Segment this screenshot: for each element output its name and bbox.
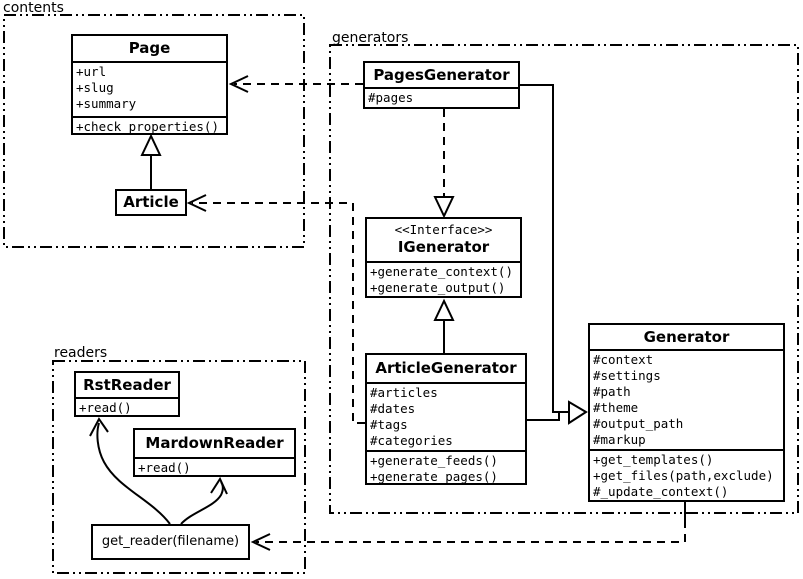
curved-arrow-get-reader-to-rstreader xyxy=(89,417,171,525)
package-border-readers xyxy=(52,360,306,574)
class-title: MardownReader xyxy=(145,434,284,452)
attribute: #context xyxy=(593,352,654,367)
class-title: ArticleGenerator xyxy=(375,359,517,377)
method: +generate_pages() xyxy=(370,469,498,483)
class-box-articlegenerator: ArticleGenerator #articles #dates #tags … xyxy=(365,353,527,485)
class-title: Article xyxy=(123,193,179,211)
attribute: #path xyxy=(593,384,631,399)
method: +generate_output() xyxy=(370,280,506,295)
package-label-contents: contents xyxy=(3,0,64,16)
open-arrowhead-icon xyxy=(89,417,109,437)
class-title: Generator xyxy=(643,328,730,346)
inheritance-arrow-article-to-page xyxy=(140,133,162,189)
method: +generate_feeds() xyxy=(370,453,498,468)
class-box-igenerator: <<Interface>> IGenerator +generate_conte… xyxy=(365,217,522,298)
realization-arrow-pagesgenerator-to-igenerator xyxy=(433,109,455,219)
attribute: +summary xyxy=(76,96,137,111)
class-box-article: Article xyxy=(115,189,187,216)
method: +get_files(path,exclude) xyxy=(593,468,774,483)
class-title: Page xyxy=(128,39,171,57)
class-methods: +check_properties() xyxy=(73,116,226,133)
class-attributes: #articles #dates #tags #categories xyxy=(367,382,525,450)
dependency-arrow-generator-to-get-reader xyxy=(250,502,686,551)
inheritance-arrows-to-generator xyxy=(520,84,588,425)
open-arrowhead-icon xyxy=(210,476,228,495)
attribute: +url xyxy=(76,64,107,79)
class-title: IGenerator xyxy=(397,238,490,256)
attribute: #settings xyxy=(593,368,661,383)
method: +read() xyxy=(138,460,191,475)
class-methods: +generate_context() +generate_output() xyxy=(367,261,520,296)
method: +check_properties() xyxy=(76,119,219,133)
class-attributes: #pages xyxy=(365,87,518,107)
class-stereotype: <<Interface>> xyxy=(394,222,493,237)
hollow-triangle-icon xyxy=(568,400,588,425)
hollow-triangle-icon xyxy=(433,196,455,219)
method: #_update_context() xyxy=(593,484,729,499)
package-border-generators xyxy=(329,44,799,514)
class-box-rstreader: RstReader +read() xyxy=(74,371,180,417)
open-arrowhead-icon xyxy=(228,75,249,93)
attribute: #tags xyxy=(370,417,408,432)
attribute: #articles xyxy=(370,385,438,400)
package-label-generators: generators xyxy=(332,30,409,46)
class-title: RstReader xyxy=(83,376,171,394)
class-box-mardownreader: MardownReader +read() xyxy=(133,428,296,477)
class-box-page: Page +url +slug +summary +check_properti… xyxy=(71,34,228,135)
class-box-generator: Generator #context #settings #path #them… xyxy=(588,323,785,502)
dependency-arrow-pagesgenerator-to-page xyxy=(228,75,363,93)
class-methods: +read() xyxy=(76,397,178,415)
dependency-arrow-articlegenerator-to-article xyxy=(186,194,365,424)
open-arrowhead-icon xyxy=(186,194,207,212)
class-methods: +generate_feeds() +generate_pages() xyxy=(367,450,525,483)
method: +read() xyxy=(79,400,132,415)
inheritance-arrow-articlegenerator-to-igenerator xyxy=(433,298,455,353)
attribute: #output_path xyxy=(593,416,684,431)
attribute: #markup xyxy=(593,432,646,447)
attribute: #dates xyxy=(370,401,416,416)
open-arrowhead-icon xyxy=(250,533,271,551)
class-attributes: +url +slug +summary xyxy=(73,61,226,116)
class-title-block: <<Interface>> IGenerator xyxy=(367,219,520,261)
hollow-triangle-icon xyxy=(140,133,162,156)
hollow-triangle-icon xyxy=(433,298,455,321)
package-border-contents xyxy=(3,14,305,248)
attribute: #theme xyxy=(593,400,639,415)
function-box-get-reader: get_reader(filename) xyxy=(91,524,250,560)
attribute: #pages xyxy=(368,90,414,105)
class-title: PagesGenerator xyxy=(373,66,510,84)
class-methods: +get_templates() +get_files(path,exclude… xyxy=(590,449,783,500)
class-methods: +read() xyxy=(135,457,294,475)
curved-arrow-get-reader-to-mardownreader xyxy=(180,476,228,525)
package-label-readers: readers xyxy=(54,345,108,361)
class-box-pagesgenerator: PagesGenerator #pages xyxy=(363,61,520,109)
method: +get_templates() xyxy=(593,452,714,467)
function-label: get_reader(filename) xyxy=(101,534,240,549)
attribute: +slug xyxy=(76,80,114,95)
attribute: #categories xyxy=(370,433,453,448)
class-attributes: #context #settings #path #theme #output_… xyxy=(590,349,783,449)
method: +generate_context() xyxy=(370,264,513,279)
